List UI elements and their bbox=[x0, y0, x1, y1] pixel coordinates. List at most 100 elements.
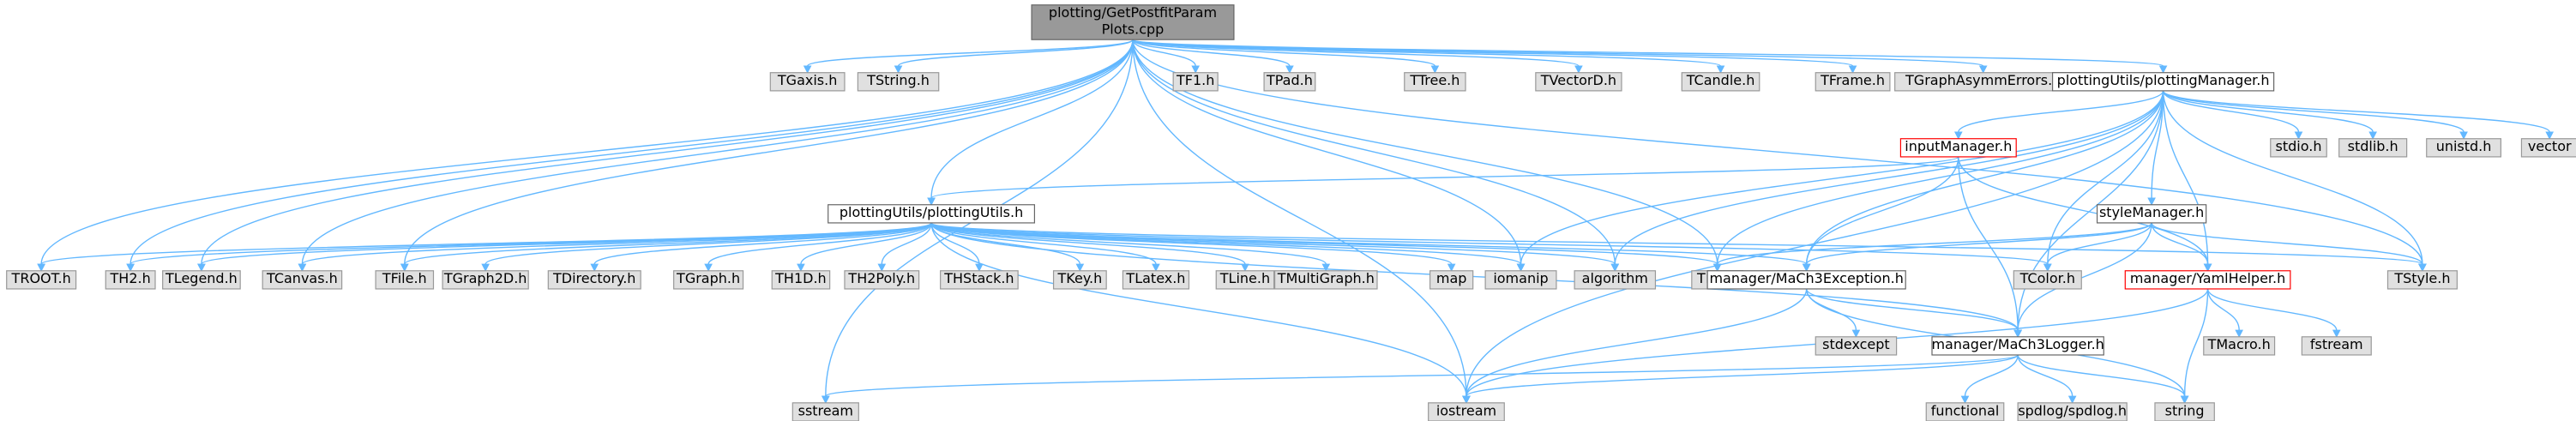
node-label: map bbox=[1436, 270, 1467, 286]
edge-plottingManager-to-inputManager bbox=[1953, 90, 2164, 140]
graph-node-TPad[interactable]: TPad.h bbox=[1263, 72, 1316, 92]
node-box bbox=[2338, 138, 2408, 158]
edge-styleManager-to-TStyle bbox=[2151, 222, 2427, 272]
node-label: TH1D.h bbox=[774, 270, 827, 286]
graph-node-vector[interactable]: vector bbox=[2520, 138, 2576, 158]
node-box bbox=[1535, 72, 1622, 92]
graph-node-TKey[interactable]: TKey.h bbox=[1052, 270, 1107, 290]
graph-node-TString[interactable]: TString.h bbox=[857, 72, 940, 92]
graph-node-TF1[interactable]: TF1.h bbox=[1172, 72, 1219, 92]
node-box bbox=[2051, 72, 2275, 92]
node-label: TGraph.h bbox=[676, 270, 740, 286]
graph-node-plottingUtils[interactable]: plottingUtils/plottingUtils.h bbox=[828, 204, 1036, 224]
edge-plottingUtils-to-TGraph2D bbox=[481, 222, 932, 272]
graph-node-string[interactable]: string bbox=[2154, 402, 2215, 421]
graph-node-TMacro[interactable]: TMacro.h bbox=[2203, 336, 2276, 356]
graph-node-iomanip[interactable]: iomanip bbox=[1484, 270, 1557, 290]
graph-node-TROOT[interactable]: TROOT.h bbox=[6, 270, 77, 290]
edge-plottingUtils-to-TDirectory bbox=[590, 222, 932, 272]
edge-plottingUtils-to-iomanip bbox=[930, 222, 1526, 272]
graph-node-THStack[interactable]: THStack.h bbox=[940, 270, 1019, 290]
graph-node-TH2Poly[interactable]: TH2Poly.h bbox=[844, 270, 920, 290]
node-box bbox=[1172, 72, 1219, 92]
graph-node-TLegend[interactable]: TLegend.h bbox=[162, 270, 241, 290]
graph-node-TStyle[interactable]: TStyle.h bbox=[2386, 270, 2458, 290]
graph-node-stdexcept[interactable]: stdexcept bbox=[1815, 336, 1898, 356]
graph-node-iostream[interactable]: iostream bbox=[1428, 402, 1505, 421]
node-box bbox=[1052, 270, 1107, 290]
edge-MaCh3Logger-to-spdlog bbox=[2017, 354, 2077, 404]
node-label: TTree.h bbox=[1409, 72, 1460, 88]
graph-node-functional[interactable]: functional bbox=[1925, 402, 2005, 421]
node-label: sstream bbox=[798, 402, 853, 418]
node-label: stdexcept bbox=[1822, 336, 1890, 352]
graph-node-TGraph2D[interactable]: TGraph2D.h bbox=[442, 270, 529, 290]
edge-root-to-plottingManager bbox=[1132, 39, 2168, 74]
graph-node-styleManager[interactable]: styleManager.h bbox=[2096, 204, 2207, 224]
graph-node-TColor[interactable]: TColor.h bbox=[2013, 270, 2082, 290]
edge-root-to-TPad bbox=[1132, 39, 1294, 74]
node-box bbox=[940, 270, 1019, 290]
graph-node-fstream[interactable]: fstream bbox=[2301, 336, 2372, 356]
graph-node-unistd[interactable]: unistd.h bbox=[2426, 138, 2501, 158]
node-box bbox=[1263, 72, 1316, 92]
node-label: styleManager.h bbox=[2099, 204, 2204, 220]
edge-styleManager-to-MaCh3Exception bbox=[1802, 222, 2152, 272]
node-box bbox=[2124, 270, 2291, 290]
node-label: stdio.h bbox=[2276, 138, 2322, 154]
graph-node-TH1D[interactable]: TH1D.h bbox=[771, 270, 831, 290]
graph-node-TH2[interactable]: TH2.h bbox=[105, 270, 156, 290]
edge-plottingManager-to-YamlHelper bbox=[2162, 90, 2212, 272]
graph-node-plottingManager[interactable]: plottingUtils/plottingManager.h bbox=[2051, 72, 2275, 92]
graph-node-TGaxis[interactable]: TGaxis.h bbox=[769, 72, 846, 92]
node-label: TGraphAsymmErrors.h bbox=[1905, 72, 2061, 88]
edge-root-to-TROOT bbox=[37, 39, 1134, 272]
graph-node-sstream[interactable]: sstream bbox=[791, 402, 859, 421]
edge-plottingUtils-to-MaCh3Exception bbox=[930, 222, 1811, 272]
graph-node-TTree[interactable]: TTree.h bbox=[1404, 72, 1466, 92]
graph-node-TDirectory[interactable]: TDirectory.h bbox=[547, 270, 641, 290]
edge-plottingManager-to-iomanip bbox=[1516, 90, 2164, 272]
edge-plottingUtils-to-TGraph bbox=[704, 222, 932, 272]
graph-node-TCanvas[interactable]: TCanvas.h bbox=[262, 270, 343, 290]
node-label: TString.h bbox=[866, 72, 930, 88]
graph-node-map[interactable]: map bbox=[1429, 270, 1474, 290]
graph-node-TVectorD[interactable]: TVectorD.h bbox=[1535, 72, 1622, 92]
graph-node-YamlHelper[interactable]: manager/YamlHelper.h bbox=[2124, 270, 2291, 290]
graph-node-spdlog[interactable]: spdlog/spdlog.h bbox=[2017, 402, 2128, 421]
node-box bbox=[1215, 270, 1275, 290]
graph-node-TFrame[interactable]: TFrame.h bbox=[1815, 72, 1891, 92]
graph-node-TGraphAsymmErrors[interactable]: TGraphAsymmErrors.h bbox=[1894, 72, 2073, 92]
graph-node-TGraph[interactable]: TGraph.h bbox=[673, 270, 744, 290]
edge-root-to-TString bbox=[894, 39, 1134, 74]
graph-node-stdlib[interactable]: stdlib.h bbox=[2338, 138, 2408, 158]
graph-node-MaCh3Exception[interactable]: manager/MaCh3Exception.h bbox=[1706, 270, 1906, 290]
graph-node-stdio[interactable]: stdio.h bbox=[2270, 138, 2327, 158]
node-layer: plotting/GetPostfitParamPlots.cppTGaxis.… bbox=[6, 4, 2576, 421]
node-box bbox=[2386, 270, 2458, 290]
node-box bbox=[2096, 204, 2207, 224]
graph-node-TMultiGraph[interactable]: TMultiGraph.h bbox=[1273, 270, 1378, 290]
node-box bbox=[1122, 270, 1190, 290]
edge-plottingUtils-to-TROOT bbox=[37, 222, 932, 272]
node-label: THStack.h bbox=[943, 270, 1014, 286]
edge-root-to-iostream bbox=[1132, 39, 1471, 404]
graph-node-TFile[interactable]: TFile.h bbox=[375, 270, 435, 290]
node-box bbox=[1815, 72, 1891, 92]
graph-node-TLine[interactable]: TLine.h bbox=[1215, 270, 1275, 290]
node-box bbox=[1706, 270, 1906, 290]
node-box bbox=[262, 270, 343, 290]
node-box bbox=[547, 270, 641, 290]
graph-node-algorithm[interactable]: algorithm bbox=[1574, 270, 1657, 290]
node-box bbox=[1574, 270, 1657, 290]
edge-root-to-TF1 bbox=[1132, 39, 1200, 74]
graph-node-MaCh3Logger[interactable]: manager/MaCh3Logger.h bbox=[1931, 336, 2104, 356]
node-box bbox=[1484, 270, 1557, 290]
node-box bbox=[2426, 138, 2501, 158]
node-label: iostream bbox=[1436, 402, 1496, 418]
graph-node-TCandle[interactable]: TCandle.h bbox=[1681, 72, 1760, 92]
node-label: TMultiGraph.h bbox=[1277, 270, 1375, 286]
graph-node-inputManager[interactable]: inputManager.h bbox=[1899, 138, 2017, 158]
graph-node-TLatex[interactable]: TLatex.h bbox=[1122, 270, 1190, 290]
